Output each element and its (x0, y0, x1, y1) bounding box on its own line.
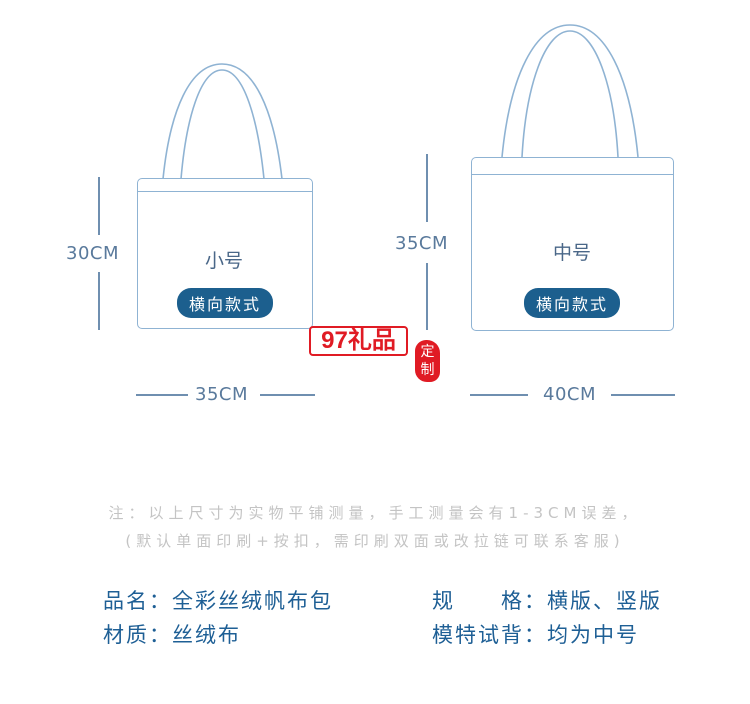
custom-seal-icon: 定 制 (415, 340, 440, 382)
spec-format: 规 格：横版、竖版 (432, 585, 662, 615)
spec-material: 材质：丝绒布 (103, 623, 241, 647)
small-bag-style-badge: 横向款式 (176, 288, 274, 318)
spec-product-name: 品名：全彩丝绒帆布包 (103, 589, 333, 613)
small-width-line-right (260, 394, 315, 396)
small-width-line-left (136, 394, 188, 396)
medium-width-line-right (611, 394, 675, 396)
spec-model-label: 模特试背： (432, 623, 547, 647)
small-bag-name: 小号 (204, 250, 244, 272)
spec-format-label: 规 格： (432, 589, 547, 613)
medium-bag-style-badge: 横向款式 (523, 288, 621, 318)
medium-width-label: 40CM (543, 384, 597, 405)
printing-note: (默认单面印刷+按扣，需印刷双面或改拉链可联系客服) (125, 532, 625, 550)
medium-height-label: 35CM (395, 233, 449, 254)
brand-logo: 97礼品 (309, 326, 408, 356)
medium-height-line-bottom (426, 263, 428, 330)
seal-char-bottom: 制 (420, 362, 435, 378)
spec-model: 模特试背：均为中号 (432, 619, 639, 649)
small-bag-handle-icon (162, 24, 639, 180)
medium-height-line-top (426, 154, 428, 222)
medium-bag-hem (472, 174, 673, 175)
small-height-line-bottom (98, 272, 100, 330)
small-height-label: 30CM (66, 243, 120, 264)
spec-model-value: 均为中号 (547, 623, 639, 647)
measurement-note: 注：以上尺寸为实物平铺测量，手工测量会有1-3CM误差， (108, 504, 642, 522)
spec-format-value: 横版、竖版 (547, 589, 662, 613)
medium-bag-name: 中号 (552, 242, 592, 264)
small-height-line-top (98, 177, 100, 235)
medium-width-line-left (470, 394, 528, 396)
seal-char-top: 定 (420, 344, 435, 360)
small-width-label: 35CM (195, 384, 249, 405)
small-bag-hem (138, 191, 312, 192)
